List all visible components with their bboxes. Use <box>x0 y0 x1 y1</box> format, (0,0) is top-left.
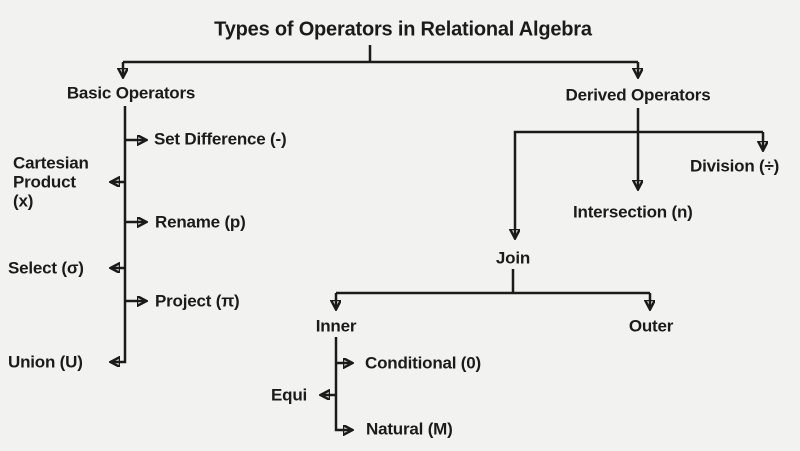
diagram-title: Types of Operators in Relational Algebra <box>214 18 592 41</box>
node-cartesian-product-line3: (x) <box>13 191 34 211</box>
node-division: Division (÷) <box>690 156 780 176</box>
node-derived-operators: Derived Operators <box>565 85 711 105</box>
node-conditional: Conditional (0) <box>365 353 481 373</box>
node-basic-operators: Basic Operators <box>66 83 196 103</box>
node-set-difference: Set Difference (-) <box>154 129 287 149</box>
connector-inner-spine-natural-arrow <box>334 337 351 430</box>
node-cartesian-product-line2: Product <box>13 172 76 192</box>
node-natural: Natural (M) <box>366 419 453 439</box>
connector-basic-spine-union-arrow <box>112 106 127 362</box>
connector-derived-horizontal-join-arrow <box>515 130 763 237</box>
node-rename: Rename (p) <box>155 212 246 232</box>
node-outer: Outer <box>628 316 674 336</box>
node-cartesian-product: Cartesian Product (x) <box>13 154 89 211</box>
node-intersection: Intersection (n) <box>573 202 693 222</box>
node-union: Union (U) <box>8 352 83 372</box>
node-select: Select (σ) <box>8 258 84 278</box>
node-inner: Inner <box>315 316 357 336</box>
node-equi: Equi <box>271 385 308 405</box>
node-join: Join <box>495 248 531 268</box>
node-cartesian-product-line1: Cartesian <box>13 153 89 173</box>
node-project: Project (π) <box>155 291 240 311</box>
